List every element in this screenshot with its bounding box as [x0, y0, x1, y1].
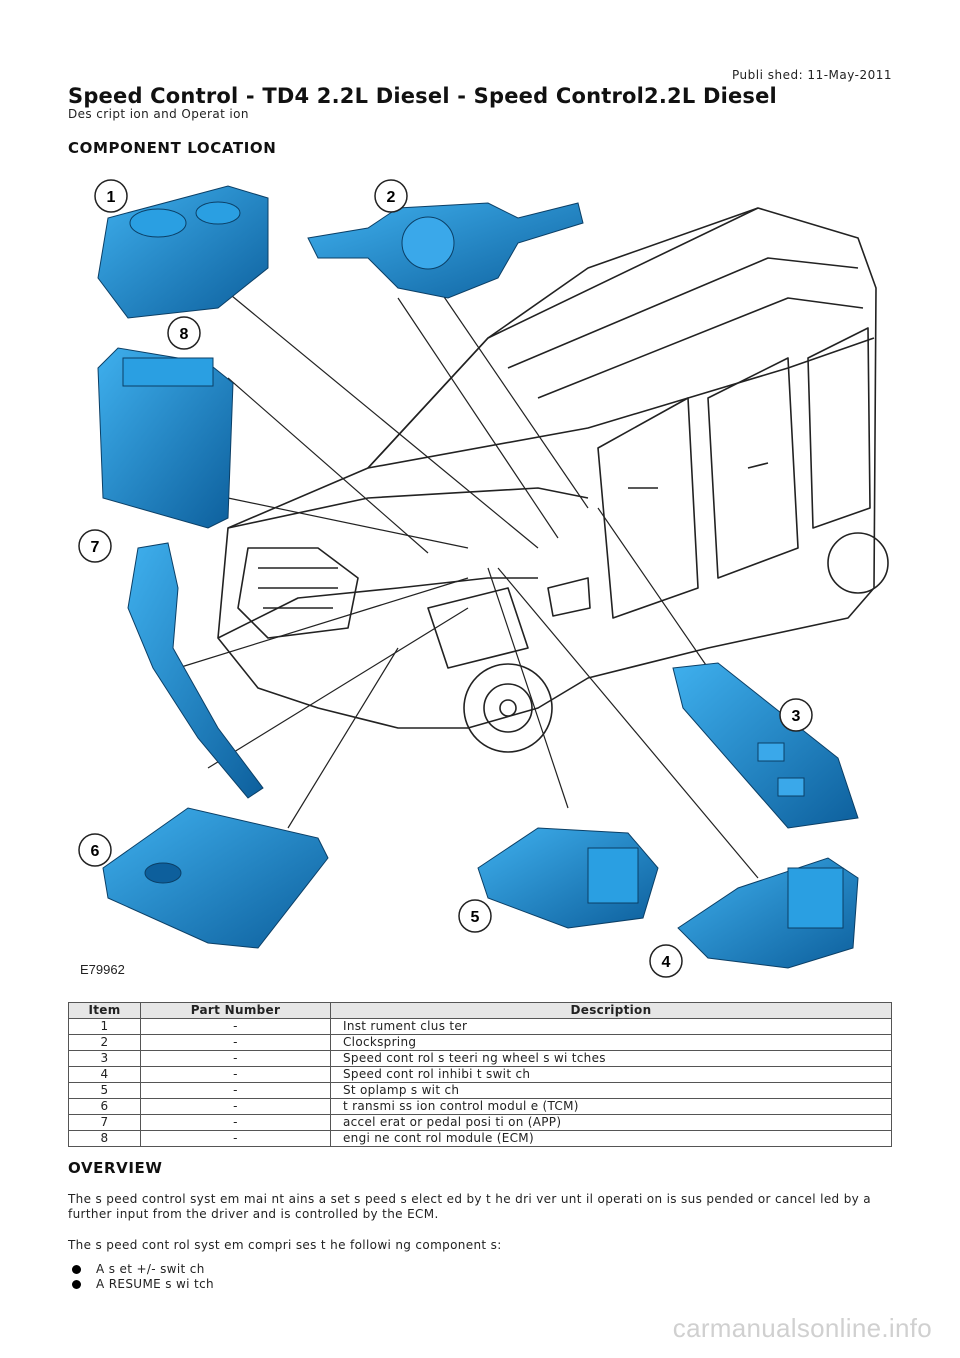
callout-4-label: 4 — [662, 954, 671, 971]
component-location-figure: 1 2 3 4 5 6 7 8 E79962 — [68, 168, 892, 983]
callout-7-label: 7 — [91, 539, 100, 556]
overview-paragraph-1-line-1: The s peed control syst em mai nt ains a… — [68, 1192, 871, 1206]
callout-2: 2 — [374, 179, 408, 213]
cell-part-number: - — [140, 1066, 331, 1083]
table-row: 5 - St oplamp s wit ch — [68, 1082, 892, 1099]
cell-item: 2 — [68, 1034, 141, 1051]
cell-description: Clockspring — [330, 1034, 892, 1051]
table-row: 6 - t ransmi ss ion control modul e (TCM… — [68, 1098, 892, 1115]
cell-part-number: - — [140, 1050, 331, 1067]
cell-description: accel erat or pedal posi ti on (APP) — [330, 1114, 892, 1131]
callout-1-label: 1 — [107, 189, 116, 206]
stoplamp-switch-component — [477, 827, 659, 929]
parts-table: Item Part Number Description 1 - Inst ru… — [68, 1002, 892, 1147]
component-location-heading: COMPONENT LOCATION — [68, 139, 277, 157]
instrument-cluster-component — [97, 185, 269, 319]
table-row: 1 - Inst rument clus ter — [68, 1018, 892, 1035]
bullet-icon — [72, 1265, 81, 1274]
vehicle-diagram: 1 2 3 4 5 6 7 8 — [78, 179, 889, 978]
cell-description: Speed cont rol s teeri ng wheel s wi tch… — [330, 1050, 892, 1067]
cell-part-number: - — [140, 1082, 331, 1099]
cell-description: t ransmi ss ion control modul e (TCM) — [330, 1098, 892, 1115]
table-row: 8 - engi ne cont rol module (ECM) — [68, 1130, 892, 1147]
table-row: 4 - Speed cont rol inhibi t swit ch — [68, 1066, 892, 1083]
tcm-component — [102, 807, 329, 949]
list-item: A RESUME s wi tch — [68, 1277, 214, 1292]
table-row: 3 - Speed cont rol s teeri ng wheel s wi… — [68, 1050, 892, 1067]
cell-item: 4 — [68, 1066, 141, 1083]
leader-lines — [177, 267, 759, 879]
cell-item: 7 — [68, 1114, 141, 1131]
page-title: Speed Control - TD4 2.2L Diesel - Speed … — [68, 84, 777, 108]
table-row: 2 - Clockspring — [68, 1034, 892, 1051]
cell-item: 6 — [68, 1098, 141, 1115]
component-bullet-list: A s et +/- swit ch A RESUME s wi tch — [68, 1262, 214, 1292]
cell-description: St oplamp s wit ch — [330, 1082, 892, 1099]
table-header-row: Item Part Number Description — [68, 1002, 892, 1019]
cell-part-number: - — [140, 1098, 331, 1115]
callout-6-label: 6 — [91, 843, 100, 860]
column-header-item: Item — [68, 1002, 141, 1019]
cell-item: 5 — [68, 1082, 141, 1099]
callout-2-label: 2 — [387, 189, 396, 206]
overview-paragraph-1-line-2: further input from the driver and is con… — [68, 1207, 439, 1221]
column-header-part-number: Part Number — [140, 1002, 331, 1019]
list-item: A s et +/- swit ch — [68, 1262, 214, 1277]
callout-6: 6 — [78, 833, 112, 867]
cell-description: engi ne cont rol module (ECM) — [330, 1130, 892, 1147]
published-date: Publi shed: 11-May-2011 — [731, 68, 892, 82]
cell-item: 8 — [68, 1130, 141, 1147]
cell-description: Speed cont rol inhibi t swit ch — [330, 1066, 892, 1083]
table-row: 7 - accel erat or pedal posi ti on (APP) — [68, 1114, 892, 1131]
callout-5: 5 — [458, 899, 492, 933]
cell-part-number: - — [140, 1114, 331, 1131]
figure-id: E79962 — [80, 962, 125, 977]
overview-heading: OVERVIEW — [68, 1159, 163, 1177]
cell-part-number: - — [140, 1034, 331, 1051]
callout-1: 1 — [94, 179, 128, 213]
app-pedal-component — [127, 542, 264, 799]
cell-description: Inst rument clus ter — [330, 1018, 892, 1035]
page-subtitle: Des cript ion and Operat ion — [68, 107, 249, 121]
cell-part-number: - — [140, 1018, 331, 1035]
callout-8-label: 8 — [180, 326, 189, 343]
cell-item: 3 — [68, 1050, 141, 1067]
ecm-component — [97, 347, 234, 529]
overview-paragraph-2: The s peed cont rol syst em compri ses t… — [68, 1238, 502, 1252]
list-item-text: A s et +/- swit ch — [96, 1262, 205, 1276]
callout-3: 3 — [779, 698, 813, 732]
callout-7: 7 — [78, 529, 112, 563]
inhibit-switch-component — [677, 857, 859, 969]
callout-8: 8 — [167, 316, 201, 350]
overview-paragraph-1: The s peed control syst em mai nt ains a… — [68, 1192, 888, 1222]
watermark: carmanualsonline.info — [672, 1313, 932, 1343]
cell-part-number: - — [140, 1130, 331, 1147]
cell-item: 1 — [68, 1018, 141, 1035]
column-header-description: Description — [330, 1002, 892, 1019]
bullet-icon — [72, 1280, 81, 1289]
vehicle-outline — [217, 207, 889, 753]
callout-3-label: 3 — [792, 708, 801, 725]
callout-5-label: 5 — [471, 909, 480, 926]
callout-4: 4 — [649, 944, 683, 978]
list-item-text: A RESUME s wi tch — [96, 1277, 214, 1291]
clockspring-component — [307, 202, 584, 299]
steering-wheel-switches-component — [672, 662, 859, 829]
